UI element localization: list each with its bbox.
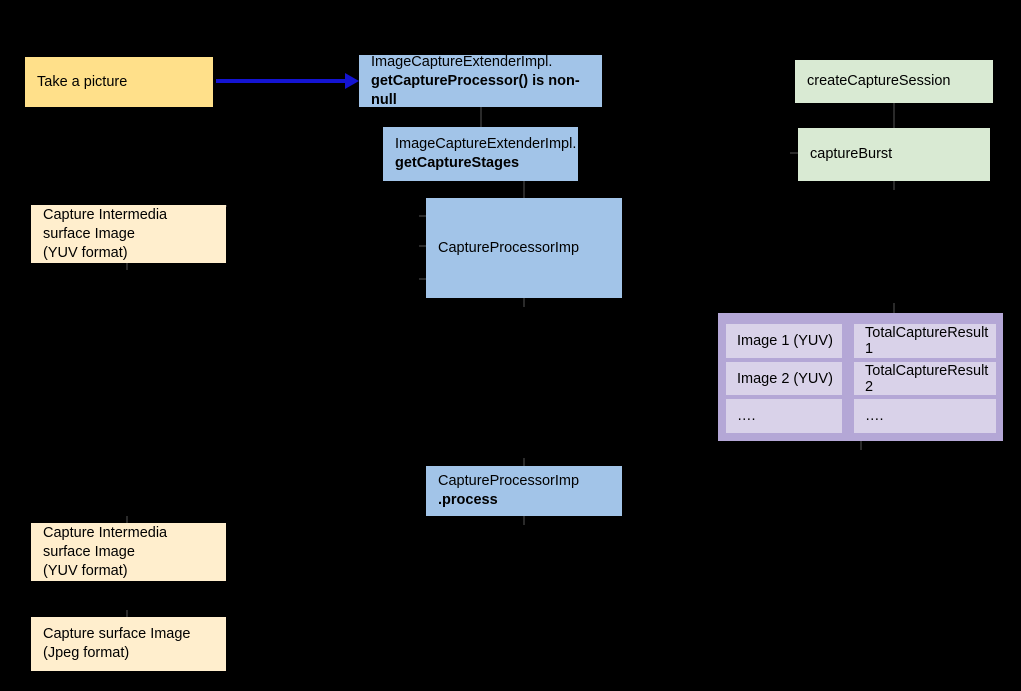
table-cell-image-label: Image 2 (YUV) bbox=[737, 370, 833, 387]
capture-intermedia-yuv-top-label: Capture Intermedia surface Image (YUV fo… bbox=[43, 206, 168, 261]
table-cell-image[interactable]: Image 2 (YUV) bbox=[724, 360, 844, 397]
capture-results-table: Image 1 (YUV) TotalCaptureResult 1 Image… bbox=[718, 313, 1003, 441]
table-cell-image-label: Image 1 (YUV) bbox=[737, 333, 833, 349]
capture-processor-imp-process-line1: CaptureProcessorImp bbox=[438, 473, 580, 489]
connector-tick bbox=[419, 245, 427, 247]
get-capture-processor-box[interactable]: ImageCaptureExtenderImpl. getCaptureProc… bbox=[359, 53, 602, 108]
connector-tick bbox=[860, 441, 862, 450]
capture-intermedia-surface-image-yuv-bottom-box[interactable]: Capture Intermedia surface Image (YUV fo… bbox=[31, 523, 226, 581]
connector-tick bbox=[523, 181, 525, 199]
table-cell-result[interactable]: TotalCaptureResult 1 bbox=[852, 322, 998, 360]
table-cell-result[interactable]: TotalCaptureResult 2 bbox=[852, 360, 998, 397]
get-capture-processor-line1: ImageCaptureExtenderImpl. bbox=[371, 53, 553, 70]
connector-tick bbox=[523, 516, 525, 525]
connector-tick bbox=[126, 263, 128, 270]
connector-tick bbox=[893, 303, 895, 314]
connector-tick bbox=[126, 516, 128, 524]
connector-tick bbox=[523, 458, 525, 467]
table-cell-result-label: TotalCaptureResult 1 bbox=[865, 325, 989, 357]
capture-surface-image-jpeg-box[interactable]: Capture surface Image (Jpeg format) bbox=[31, 617, 226, 671]
capture-burst-box[interactable]: captureBurst bbox=[798, 128, 990, 181]
connector-tick bbox=[419, 278, 427, 280]
table-cell-image[interactable]: Image 1 (YUV) bbox=[724, 322, 844, 360]
capture-processor-imp-label: CaptureProcessorImp bbox=[438, 239, 580, 256]
capture-intermedia-surface-image-yuv-top-box[interactable]: Capture Intermedia surface Image (YUV fo… bbox=[31, 205, 226, 263]
get-capture-stages-line1: ImageCaptureExtenderImpl. bbox=[395, 136, 577, 152]
table-cell-image[interactable]: …. bbox=[724, 397, 844, 435]
take-picture-to-get-capture-processor-arrow-line bbox=[216, 79, 346, 83]
create-capture-session-label: createCaptureSession bbox=[807, 73, 951, 89]
connector-tick bbox=[523, 298, 525, 307]
table-cell-image-label: …. bbox=[737, 408, 756, 424]
connector-tick bbox=[419, 215, 427, 217]
create-capture-session-box[interactable]: createCaptureSession bbox=[795, 60, 993, 103]
table-cell-result[interactable]: …. bbox=[852, 397, 998, 435]
get-capture-processor-line2: getCaptureProcessor() is non-null bbox=[371, 72, 580, 108]
capture-processor-imp-process-line2: .process bbox=[438, 492, 498, 508]
connector-tick bbox=[126, 610, 128, 618]
capture-intermedia-yuv-bottom-label: Capture Intermedia surface Image (YUV fo… bbox=[43, 524, 168, 579]
capture-processor-imp-process-box[interactable]: CaptureProcessorImp .process bbox=[426, 466, 622, 516]
take-picture-to-get-capture-processor-arrow-head bbox=[345, 73, 359, 89]
capture-processor-imp-box[interactable]: CaptureProcessorImp bbox=[426, 198, 622, 298]
capture-surface-jpeg-label: Capture surface Image (Jpeg format) bbox=[43, 626, 191, 661]
take-a-picture-box[interactable]: Take a picture bbox=[25, 57, 213, 107]
get-capture-stages-line2: getCaptureStages bbox=[395, 155, 520, 171]
connector-tick bbox=[893, 103, 895, 129]
take-a-picture-label: Take a picture bbox=[37, 73, 128, 90]
table-cell-result-label: …. bbox=[865, 408, 884, 424]
table-cell-result-label: TotalCaptureResult 2 bbox=[865, 362, 989, 395]
connector-tick bbox=[480, 107, 482, 128]
get-capture-stages-box[interactable]: ImageCaptureExtenderImpl. getCaptureStag… bbox=[383, 127, 578, 181]
capture-burst-label: captureBurst bbox=[810, 146, 893, 162]
connector-tick bbox=[893, 181, 895, 190]
connector-tick bbox=[790, 152, 798, 154]
